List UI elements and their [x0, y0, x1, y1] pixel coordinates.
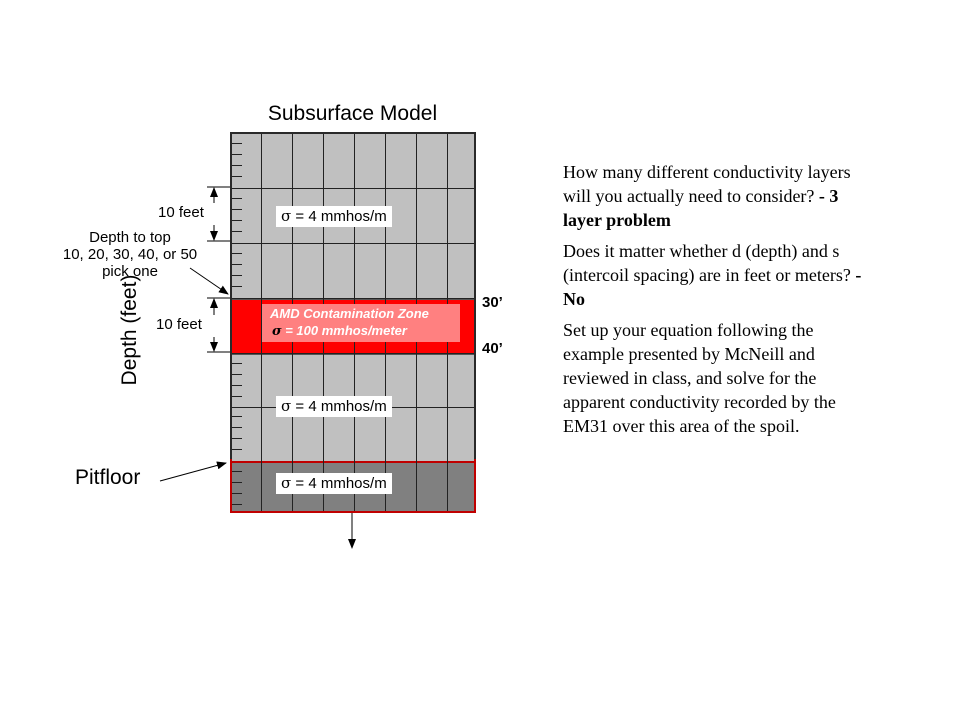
layer-3-conductivity-label: σ = 4 mmhos/m: [276, 396, 392, 417]
layer-1-conductivity-label: σ = 4 mmhos/m: [276, 206, 392, 227]
depth-mark-30: 30’: [482, 294, 503, 311]
depth-note-line: pick one: [102, 263, 158, 280]
question-2-text: Does it matter whether d (depth) and s (…: [563, 241, 856, 285]
grid-line: [232, 188, 474, 189]
question-1: How many different conductivity layers w…: [563, 160, 868, 232]
dimension-mid-label: 10 feet: [156, 316, 202, 333]
pitfloor-conductivity-label: σ = 4 mmhos/m: [276, 473, 392, 494]
amd-zone-conductivity: = 100 mmhos/meter: [281, 323, 407, 338]
question-1-text: How many different conductivity layers w…: [563, 162, 851, 206]
depth-note-arrow: [189, 267, 229, 295]
sigma-symbol: σ: [281, 474, 292, 492]
pitfloor-frame: [230, 459, 476, 513]
grid-line: [232, 243, 474, 244]
sigma-symbol: σ: [281, 397, 292, 415]
sigma-symbol: σ: [272, 324, 282, 339]
grid-line: [232, 353, 474, 354]
question-2-answer: - No: [563, 265, 862, 309]
amd-zone-label: AMD Contamination Zone σ = 100 mmhos/met…: [262, 304, 460, 342]
dimension-top-label: 10 feet: [158, 204, 204, 221]
instruction-3: Set up your equation following the examp…: [563, 320, 836, 436]
diagram-title: Subsurface Model: [267, 102, 438, 125]
depth-note-line: Depth to top: [89, 229, 171, 246]
depth-mark-40: 40’: [482, 340, 503, 357]
sigma-symbol: σ: [281, 207, 292, 225]
grid-line: [261, 134, 262, 511]
pitfloor-conductivity-value: = 4 mmhos/m: [291, 475, 387, 492]
pitfloor-arrow: [159, 461, 227, 482]
question-panel: How many different conductivity layers w…: [563, 160, 868, 445]
question-1-answer: - 3 layer problem: [563, 186, 839, 230]
pitfloor-label: Pitfloor: [75, 466, 141, 489]
depth-note: Depth to top 10, 20, 30, 40, or 50 pick …: [30, 229, 230, 280]
layer-3-conductivity-value: = 4 mmhos/m: [291, 398, 387, 415]
grid-line: [232, 298, 474, 299]
layer-1-conductivity-value: = 4 mmhos/m: [291, 208, 387, 225]
amd-zone-name: AMD Contamination Zone: [270, 306, 429, 321]
question-2: Does it matter whether d (depth) and s (…: [563, 239, 868, 311]
depth-note-line: 10, 20, 30, 40, or 50: [62, 246, 198, 263]
